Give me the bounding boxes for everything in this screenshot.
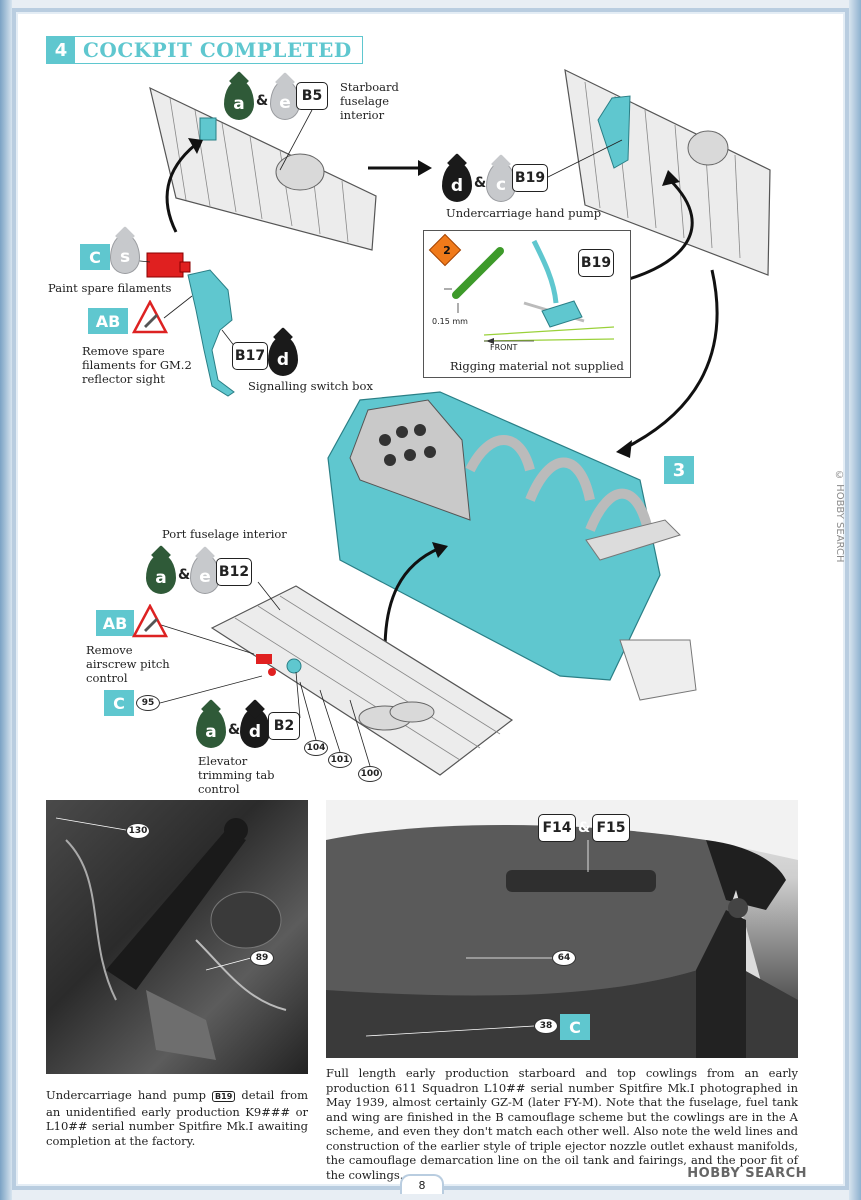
paint-drop-e: e	[190, 554, 220, 594]
assembled-cockpit	[327, 391, 697, 701]
rigging-diagram	[428, 233, 615, 344]
photo-callout-64: 64	[552, 950, 576, 966]
hazard-number: 2	[443, 243, 451, 257]
decal-callout-100: 100	[358, 766, 382, 782]
undercarriage-pump-photo: 130 89	[46, 800, 308, 1074]
caption-text-post: detail from an unidentified early produc…	[46, 1088, 309, 1148]
photo-callout-38: 38	[534, 1018, 558, 1034]
paint-drop-s: s	[110, 234, 140, 274]
undercarriage-label: Undercarriage hand pump	[446, 206, 602, 220]
part-number-F14: F14	[538, 814, 576, 842]
paint-drop-c: c	[486, 162, 516, 202]
part-number-B19: B19	[512, 164, 548, 192]
paint-drop-d: d	[442, 162, 472, 202]
paint-spare-filaments-label: Paint spare filaments	[48, 281, 172, 295]
photo-callout-89: 89	[250, 950, 274, 966]
paint-drop-d: d	[240, 708, 270, 748]
part-number-B12: B12	[216, 558, 252, 586]
photo-callout-130: 130	[126, 823, 150, 839]
spitfire-cowling-photo: F14 & F15 64 38 C	[326, 800, 798, 1058]
page-edge-left	[0, 0, 12, 1200]
part-number-B5: B5	[296, 82, 328, 110]
ampersand: &	[578, 820, 591, 836]
hobby-search-watermark: HOBBY SEARCH	[687, 1166, 807, 1181]
side-watermark: © HOBBY SEARCH	[834, 470, 845, 563]
port-fuselage-part	[210, 585, 514, 776]
knife-warning-icon	[132, 300, 168, 334]
rigging-detail-box: 2 B19 0.15 mm FRONT Rigging material not…	[423, 230, 631, 378]
page-edge-right	[849, 0, 861, 1200]
front-direction-label: FRONT	[490, 343, 518, 352]
decal-tag-C: C	[104, 690, 134, 716]
part-number-B19: B19	[578, 249, 614, 277]
action-tag-AB: AB	[88, 308, 128, 334]
knife-warning-icon	[132, 604, 168, 638]
starboard-fuselage-part	[149, 86, 377, 251]
remove-filaments-label: Remove spare filaments for GM.2 reflecto…	[82, 344, 192, 386]
paint-drop-e: e	[270, 80, 300, 120]
paint-drop-a: a	[146, 554, 176, 594]
step-title-text: COCKPIT COMPLETED	[83, 38, 352, 62]
ampersand: &	[228, 722, 241, 738]
starboard-fuselage-label: Starboard fuselage interior	[340, 80, 399, 122]
step-title: 4 COCKPIT COMPLETED	[46, 36, 363, 64]
right-photo-caption: Full length early production starboard a…	[326, 1066, 798, 1182]
page-number: 8	[400, 1174, 444, 1194]
rigging-label: Rigging material not supplied	[450, 359, 624, 373]
part-number-B17: B17	[232, 342, 268, 370]
photo-illustration	[55, 817, 287, 1060]
part-number-B2: B2	[268, 712, 300, 740]
step-reference-3: 3	[664, 456, 694, 484]
left-photo-caption: Undercarriage hand pump B19 detail from …	[46, 1088, 308, 1148]
remove-airscrew-label: Remove airscrew pitch control	[86, 643, 170, 685]
paint-drop-d: d	[268, 336, 298, 376]
paint-drop-a: a	[224, 80, 254, 120]
elevator-label: Elevator trimming tab control	[198, 754, 275, 796]
decal-callout-95: 95	[136, 695, 160, 711]
photo-illustration	[326, 800, 798, 1058]
step-number: 4	[47, 37, 75, 63]
decal-callout-104: 104	[304, 740, 328, 756]
signalling-label: Signalling switch box	[248, 379, 373, 393]
decal-tag-C: C	[80, 244, 110, 270]
ampersand: &	[256, 93, 269, 109]
caption-part-B19: B19	[212, 1091, 236, 1102]
paint-drop-a: a	[196, 708, 226, 748]
ampersand: &	[474, 175, 487, 191]
assembly-diagram	[129, 68, 771, 776]
part-number-F15: F15	[592, 814, 630, 842]
dimension-label: 0.15 mm	[432, 317, 468, 326]
decal-tag-C: C	[560, 1014, 590, 1040]
ampersand: &	[178, 567, 191, 583]
action-tag-AB: AB	[96, 610, 134, 636]
port-fuselage-label: Port fuselage interior	[162, 527, 287, 541]
decal-callout-101: 101	[328, 752, 352, 768]
caption-text-pre: Undercarriage hand pump	[46, 1088, 206, 1102]
